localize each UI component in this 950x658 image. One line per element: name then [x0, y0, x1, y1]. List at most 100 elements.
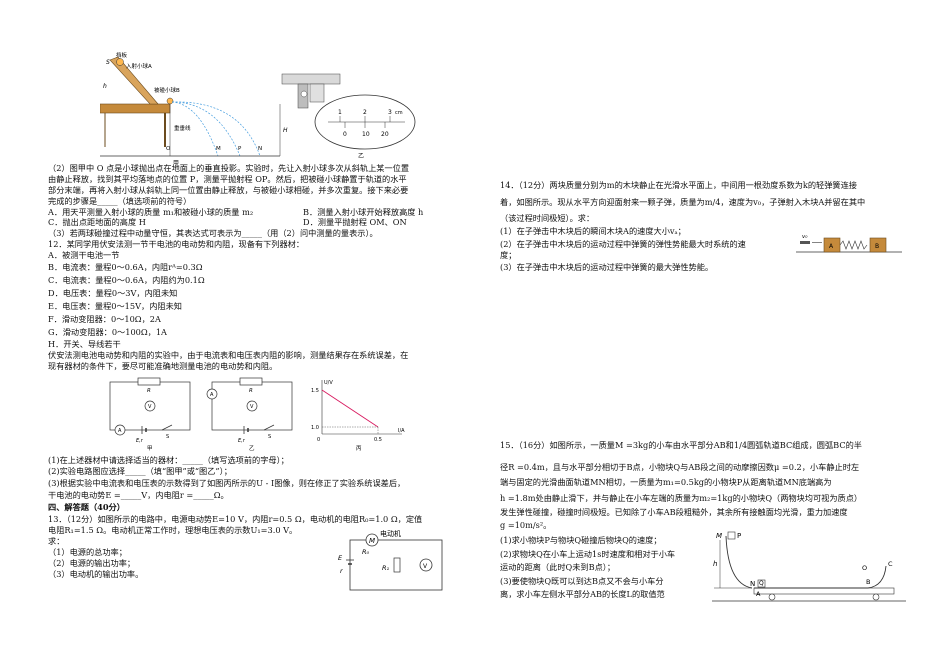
q15-line-1: 15．（16分）如图所示，一质量M =3kg的小车由水平部分AB和1/4圆弧轨道… [500, 440, 862, 450]
motor-r0-label: R₀ [362, 548, 370, 556]
q12-item-h: H．开关、导线若干 [48, 339, 121, 349]
scale-label-1: 1 [338, 109, 342, 116]
q12-item-b: B．电流表：量程0～0.6A，内阻rᴬ=0.3Ω [48, 262, 203, 272]
q12-item-f: F．滑动变阻器：0～10Ω，2A [48, 314, 161, 324]
point-o-label: O [166, 146, 171, 152]
incident-ball-label: 入射小球A [126, 62, 152, 70]
point-n-label: N [258, 146, 262, 152]
circuit-yi-voltmeter [246, 400, 258, 412]
circuit-jia-ammeter [114, 424, 126, 436]
voltmeter-symbol [419, 558, 433, 572]
q15-q3-line-2: 离，求小车左侧水平部分AB的长度L的取值范 [500, 589, 665, 599]
circuit-jia-s-label: S [166, 434, 169, 440]
circuit-yi-s-label: S [268, 434, 271, 440]
point-c-label: C [888, 560, 893, 568]
voltmeter-v-label: V [423, 563, 428, 570]
incident-ball [116, 58, 124, 66]
spring-blocks-figure: v₀ A B [796, 234, 902, 253]
q15-q1: (1)求小物块P与物块Q碰撞后物块Q的速度； [500, 535, 662, 545]
q11-2-line-1: （2）图甲中 O 点是小球抛出点在地面上的垂直投影。实验时，先让入射小球多次从斜… [48, 163, 410, 173]
block-p-label: P [737, 532, 741, 540]
plumb-line-label: 重垂线 [174, 124, 191, 132]
point-n-label: N [750, 580, 755, 588]
vernier-label-20: 20 [381, 131, 389, 138]
h-label: h [103, 83, 107, 90]
q11-option-d: D．测量平抛射程 OM、ON [303, 217, 407, 227]
graph-origin: 0 [317, 437, 320, 443]
q12-intro: 12．某同学用伏安法测一节干电池的电动势和内阻，现备有下列器材： [48, 239, 305, 249]
motor-symbol [365, 533, 379, 547]
table-top [100, 103, 171, 114]
bullet [800, 241, 810, 244]
q13-line-4: （1）电源的总功率； [48, 547, 127, 557]
q14-line-7: (3）在子弹击中木块后的运动过程中弹簧的最大弹性势能。 [500, 262, 714, 272]
circuit-yi-r-label: R [249, 388, 253, 394]
q11-part-3: （3）若两球碰撞过程中动量守恒，其表达式可表示为_____（用（2）问中测量的量… [48, 228, 378, 238]
q15-line-3: 端与固定的光滑曲面轨道MN相切，一质量为m₁=0.5kg的小物块P从距离轨道MN… [500, 477, 832, 487]
point-o-label: O [862, 564, 867, 572]
q14-line-6: 度； [500, 250, 517, 260]
caliper-slider [309, 83, 325, 103]
H-label: H [283, 127, 288, 134]
resistor-r1 [393, 557, 401, 573]
target-ball-label: 被碰小球B [154, 86, 180, 94]
q12-q2: (2)实验电路图应选择_____（填“图甲”或“图乙”）； [48, 466, 232, 476]
circuit-jia-e-label: E,r [136, 438, 144, 444]
q15-q2-line-2: 运动的距离（此时Q未到B点）； [500, 562, 616, 572]
trajectory-p [171, 101, 241, 157]
graph-y-label: U/V [324, 380, 333, 386]
block-a-label: A [829, 243, 834, 250]
q13-line-3: 求： [48, 536, 65, 546]
point-m-label: M [216, 146, 221, 152]
q12-item-g: G．滑动变阻器：0～100Ω，1A [48, 327, 167, 337]
circuit-jia-a-label: A [118, 428, 122, 434]
height-h-label: h [713, 560, 717, 568]
circuit-jia-switch [161, 424, 173, 431]
point-m-label: M [716, 532, 722, 540]
q11-2-line-3: 部分末端，再将入射小球从斜轨上同一位置由静止释放，与被碰小球相碰，并多次重复。接… [48, 185, 409, 195]
motor-m-label: M [369, 537, 375, 545]
q15-line-2: 径R =0.4m，且与水平部分相切于B点，小物块Q与AB段之间的动摩擦因数μ =… [500, 462, 860, 472]
q14-line-5: (2）在子弹击中木块后的运动过程中弹簧的弹性势能最大时系统的速 [500, 239, 746, 249]
trajectory-n [171, 101, 261, 157]
q15-line-5: 发生弹性碰撞，碰撞时间极短。已知除了小车AB段粗糙外，其余所有接触面均光滑，重力… [500, 507, 848, 517]
scale-label-2: 2 [363, 109, 367, 116]
cart-track-figure: M P h N Q A B O C [712, 531, 906, 602]
circuit-yi-a-label: A [210, 392, 214, 398]
circuit-yi-caption: 乙 [249, 445, 255, 452]
graph-x-label: I/A [398, 428, 405, 434]
caliper-main-scale [281, 73, 341, 85]
source-e-label: E [338, 554, 343, 562]
graph-caption: 丙 [356, 445, 362, 452]
collision-apparatus-figure: 挡板 入射小球A 被碰小球B 重垂线 h H S O M P N [100, 52, 288, 157]
q13-line-5: （2）电源的输出功率； [48, 558, 136, 568]
block-b-label: B [875, 243, 879, 250]
r1-label: R₁ [382, 564, 390, 572]
source-r-label: r [340, 567, 344, 575]
q14-line-1: 14．（12分）两块质量分别为m的木块静止在光滑水平面上，中间用一根劲度系数为k… [500, 180, 857, 190]
scale-label-3: 3 [388, 109, 392, 116]
motor-circuit-frame [349, 539, 443, 591]
vernier-label-0: 0 [343, 131, 347, 138]
q12-item-a: A．被测干电池一节 [48, 250, 120, 260]
graph-y-tick-1-5: 1.5 [311, 388, 319, 394]
point-a-label: A [756, 590, 761, 598]
figure-yi-caption: 乙 [358, 153, 365, 160]
q12-item-d: D．电压表：量程0～3V，内阻未知 [48, 288, 178, 298]
q11-option-b: B．测量入射小球开始释放高度 h [303, 207, 424, 217]
q12-q3-line-1: (3)根据实验中电流表和电压表的示数得到了如图丙所示的U - I图像，则在修正了… [48, 478, 406, 488]
q15-q3-line-1: (3)要使物块Q既可以到达B点又不会与小车分 [500, 576, 664, 586]
q13-line-1: 13．（12分）如图所示的电路中，电源电动势E=10 V，内阻r=0.5 Ω，电… [48, 514, 423, 524]
cart-wheel-left [768, 593, 776, 601]
trajectory-m [171, 101, 219, 157]
q15-line-4: h =1.8m处由静止滑下，并与静止在小车左端的质量为m₂=1kg的小物块Q（两… [500, 493, 863, 503]
q11-2-line-2: 由静止释放，找到其平均落地点的位置 P，测量平抛射程 OP。然后，把被碰小球静置… [48, 174, 407, 184]
circuit-jia-v-label: V [148, 404, 152, 410]
circuit-jia-rheostat [137, 377, 161, 386]
q15-line-6: g =10m/s²。 [500, 520, 552, 530]
q12-item-e: E．电压表：量程0～15V，内阻未知 [48, 301, 182, 311]
graph-ui-line [321, 389, 379, 428]
circuit-yi-e-label: E,r [238, 438, 246, 444]
circuit-yi-switch [263, 424, 275, 431]
